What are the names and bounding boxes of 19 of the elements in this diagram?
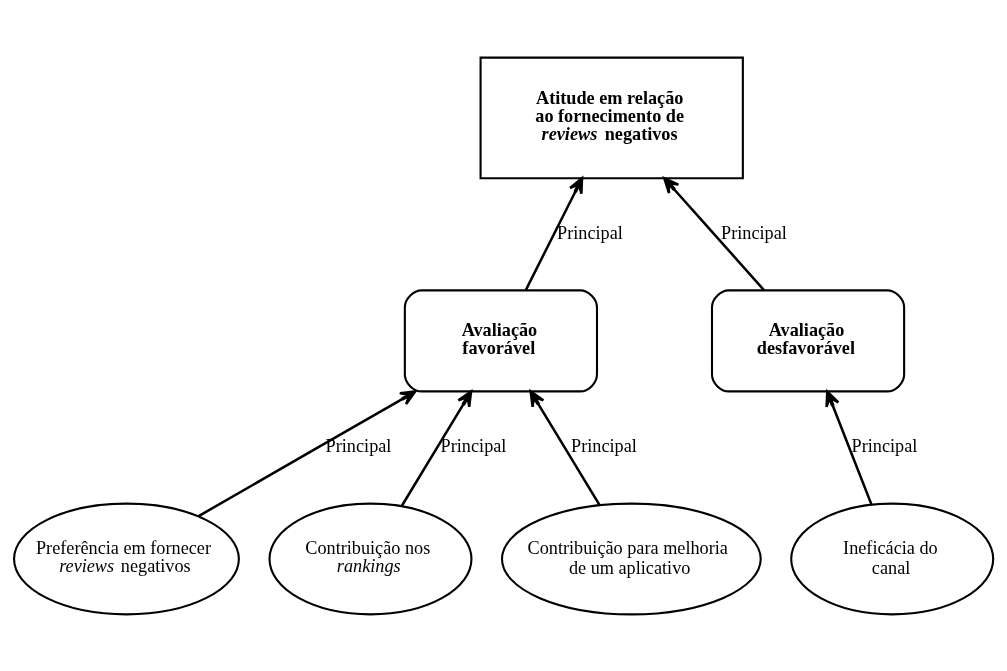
edge-label: Principal xyxy=(440,435,507,456)
arrow xyxy=(663,176,765,291)
edge-label: Principal xyxy=(571,435,637,456)
node-ellipse: Contribuição para melhoria de um aplicativo xyxy=(500,502,762,615)
arrow xyxy=(825,389,873,505)
arrow xyxy=(529,389,601,506)
edge-label: Principal xyxy=(325,435,392,456)
arrow xyxy=(400,389,473,507)
arrow xyxy=(524,176,584,291)
node-box: Atitude em relação ao fornecimento de reviews negativos xyxy=(479,56,744,179)
edge-label: Principal xyxy=(721,222,787,243)
node-ellipse: Contribuição nos rankings xyxy=(268,502,473,615)
edge-label: Principal xyxy=(851,435,918,456)
edge-label: Principal xyxy=(557,222,623,243)
node-ellipse: Ineficácia do canal xyxy=(790,502,995,615)
node-box: Avaliação favorável xyxy=(403,288,599,392)
arrow xyxy=(198,389,417,517)
node-box: Avaliação desfavorável xyxy=(710,288,906,392)
node-ellipse: Preferência em fornecer reviews negativos xyxy=(13,502,240,615)
